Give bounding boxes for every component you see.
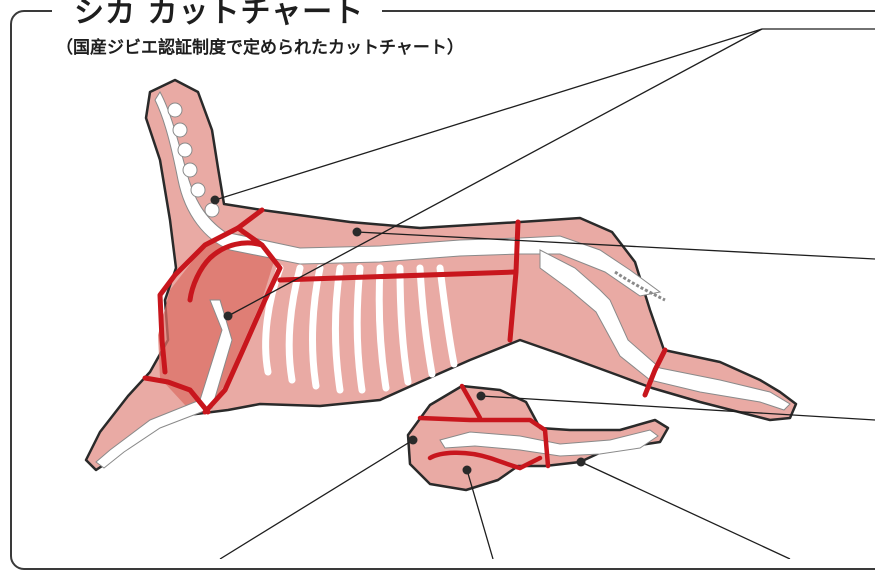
leader-dot-leg-top bbox=[477, 392, 486, 401]
leader-dot-leg-bottom bbox=[463, 466, 472, 475]
leader-dot-neck bbox=[211, 196, 220, 205]
leader-dot-loin bbox=[353, 228, 362, 237]
leader-dot-leg-front bbox=[409, 436, 418, 445]
leader-dot-shoulder bbox=[224, 312, 233, 321]
leader-dot-shank bbox=[577, 458, 586, 467]
hind-leg-illustration bbox=[408, 386, 668, 490]
